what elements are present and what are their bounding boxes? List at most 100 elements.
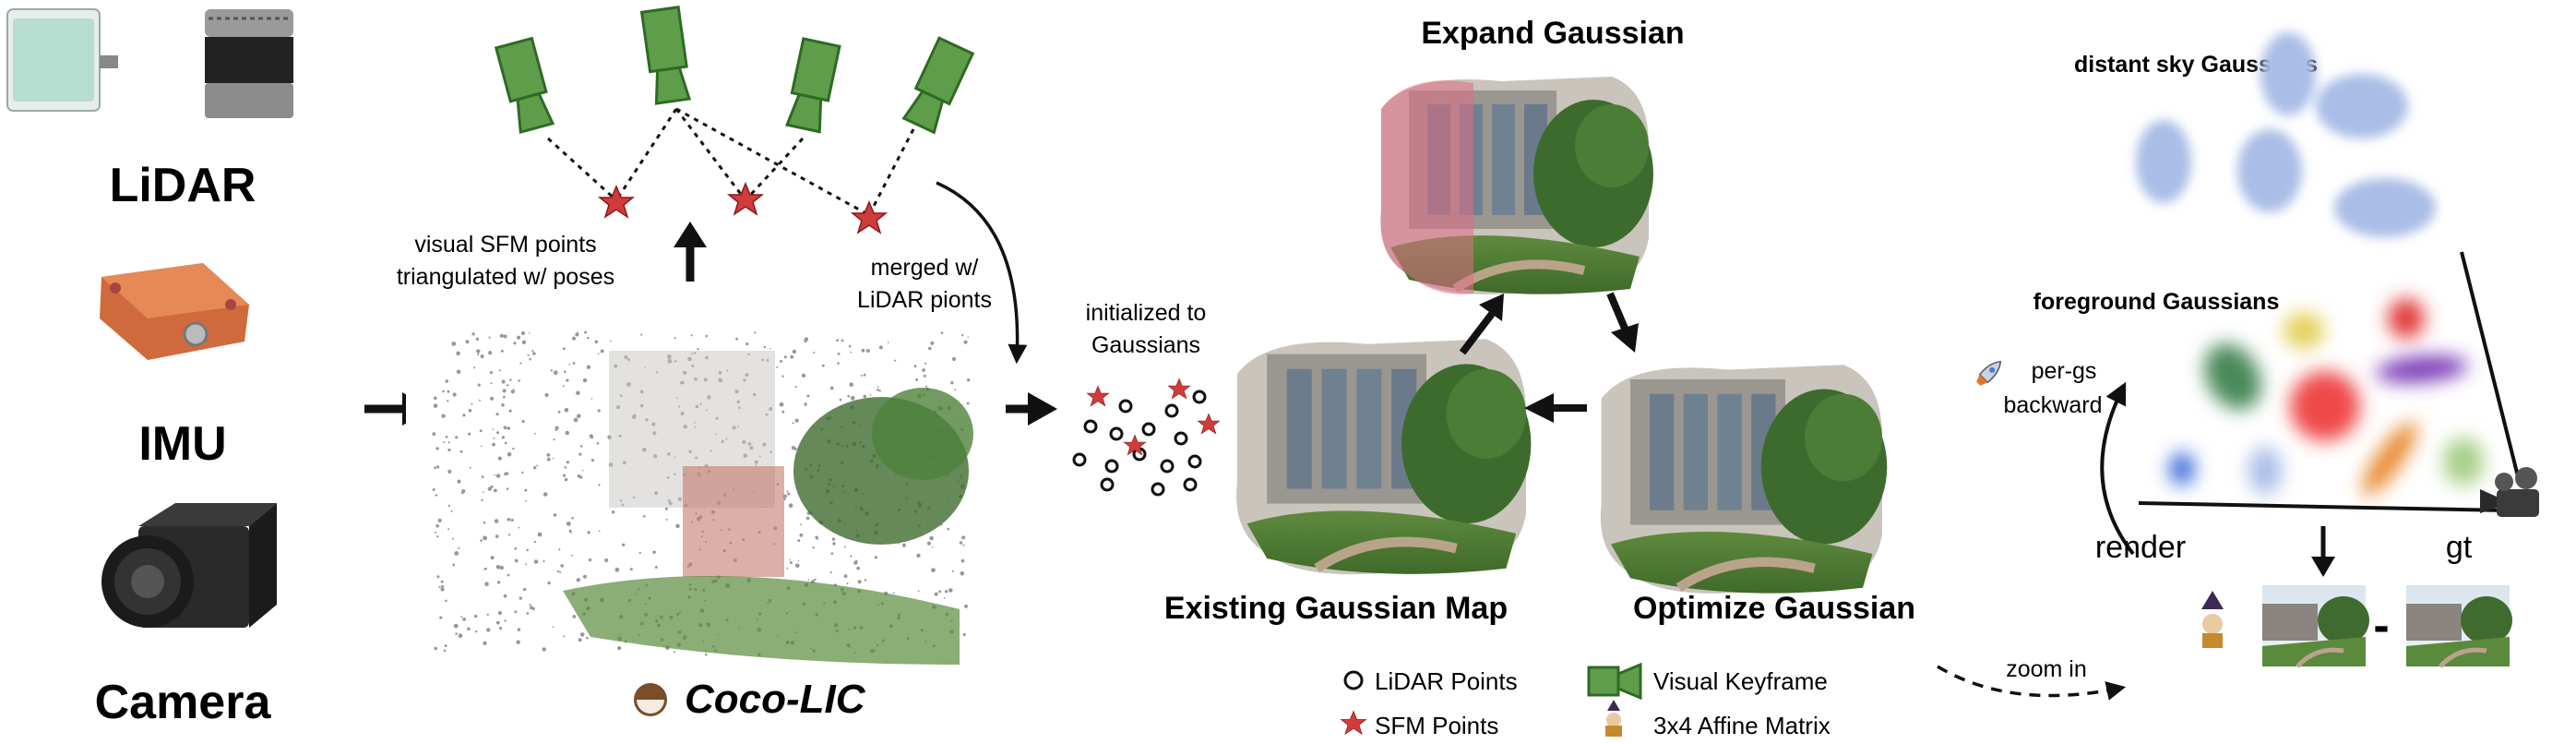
- point-cloud-dot: [543, 492, 548, 497]
- point-cloud-dot: [512, 447, 515, 450]
- point-cloud-dot: [433, 403, 438, 408]
- point-cloud-dot: [675, 523, 680, 529]
- point-cloud-dot: [518, 379, 520, 382]
- point-cloud-dot: [517, 335, 521, 340]
- per-gs-label: per-gs: [2032, 358, 2097, 384]
- point-cloud-dot: [565, 430, 570, 436]
- point-cloud-dot: [506, 384, 508, 387]
- point-cloud-dot: [526, 612, 530, 615]
- point-cloud-dot: [527, 354, 530, 356]
- point-cloud-dot: [849, 382, 853, 387]
- point-cloud-dot: [435, 494, 438, 497]
- point-cloud-dot: [837, 352, 841, 355]
- legend-visual-keyframe: Visual Keyframe: [1653, 667, 1828, 695]
- point-cloud-dot: [769, 347, 771, 350]
- legend: LiDAR Points SFM Points Visual Keyframe …: [1341, 662, 1831, 739]
- point-cloud-dot: [457, 479, 461, 484]
- point-cloud-dot: [468, 432, 471, 436]
- rocket-icon: [1976, 360, 2002, 386]
- point-cloud-dot: [837, 362, 840, 365]
- point-cloud-dot: [522, 587, 527, 592]
- coco-lic-label: Coco-LIC: [685, 677, 866, 722]
- point-cloud-dot: [489, 371, 494, 375]
- point-cloud-dot: [705, 334, 709, 338]
- point-cloud-dot: [510, 390, 515, 394]
- point-cloud-dot: [436, 535, 439, 538]
- point-cloud-dot: [563, 635, 566, 638]
- point-cloud-dot: [781, 410, 785, 414]
- camera-sensor-image: [101, 503, 277, 628]
- point-cloud-dot: [481, 498, 483, 502]
- point-cloud-dot: [586, 636, 589, 640]
- lidar-sensor-image: [6, 8, 293, 118]
- point-cloud-dot: [558, 548, 561, 551]
- point-cloud-dot: [452, 392, 457, 397]
- visual-keyframe-3: [784, 37, 841, 134]
- point-cloud-dot: [783, 355, 787, 359]
- point-cloud-dot: [445, 599, 447, 603]
- point-cloud-dot: [597, 409, 601, 413]
- point-cloud-dot: [490, 396, 495, 401]
- point-cloud-dot: [458, 633, 463, 639]
- point-cloud-dot: [462, 414, 466, 417]
- point-cloud-dot: [598, 484, 601, 486]
- foreground-gaussians-label: foreground Gaussians: [2033, 289, 2280, 315]
- point-cloud-dot: [526, 548, 529, 552]
- point-cloud-dot: [562, 385, 565, 388]
- legend-keyframe-icon: [1587, 662, 1642, 701]
- point-cloud-dot: [497, 610, 503, 616]
- point-cloud-dot: [898, 543, 900, 545]
- point-cloud-dot: [579, 445, 583, 448]
- point-cloud-dot: [513, 342, 517, 345]
- sky-gaussians: [2136, 32, 2436, 237]
- point-cloud-dot: [794, 418, 799, 423]
- point-cloud-dot: [442, 390, 445, 393]
- point-cloud-dot: [447, 400, 449, 402]
- point-cloud-dot: [841, 339, 844, 342]
- point-cloud-dot: [950, 381, 954, 385]
- point-cloud-dot: [588, 558, 592, 562]
- point-cloud-dot: [516, 640, 520, 644]
- point-cloud-dot: [892, 592, 895, 594]
- point-cloud-dot: [562, 474, 566, 477]
- point-cloud-dot: [447, 441, 450, 444]
- point-cloud-dot: [483, 641, 487, 645]
- point-cloud-dot: [654, 566, 658, 569]
- point-cloud-dot: [529, 332, 531, 334]
- point-cloud-dot: [546, 457, 551, 462]
- point-cloud-dot: [934, 592, 938, 596]
- point-cloud-dot: [555, 428, 558, 431]
- point-cloud-dot: [931, 546, 934, 548]
- point-cloud-dot: [445, 379, 449, 383]
- point-cloud-dot: [504, 441, 507, 445]
- point-cloud-dot: [434, 646, 438, 651]
- point-cloud-dot: [503, 334, 507, 339]
- point-cloud-dot: [664, 507, 668, 510]
- render-down-arrow: [2311, 526, 2335, 577]
- point-cloud-dot: [578, 638, 582, 642]
- point-cloud-dot: [483, 522, 486, 524]
- rendered-image-thumbnail: [2262, 585, 2369, 668]
- imu-label: IMU: [138, 417, 226, 471]
- point-cloud-dot: [587, 531, 590, 534]
- point-cloud-dot: [533, 466, 537, 470]
- point-cloud-dot: [432, 488, 435, 491]
- point-cloud-dot: [792, 422, 794, 425]
- point-cloud-dot: [490, 485, 494, 488]
- point-cloud-dot: [806, 394, 810, 398]
- point-cloud-dot: [590, 398, 593, 400]
- point-cloud-dot: [492, 442, 495, 447]
- point-cloud-dot: [856, 566, 861, 570]
- point-cloud-dot: [459, 450, 463, 453]
- point-cloud-dot: [507, 451, 512, 457]
- point-cloud-dot: [506, 487, 509, 490]
- point-cloud-dot: [735, 337, 738, 341]
- point-cloud-dot: [524, 488, 528, 492]
- point-cloud-dot: [501, 379, 506, 384]
- point-cloud-dot: [829, 570, 832, 574]
- point-cloud-dot: [594, 340, 599, 344]
- point-cloud-dot: [521, 471, 524, 474]
- point-cloud-dot: [966, 402, 970, 405]
- point-cloud-dot: [795, 563, 800, 569]
- backward-curve-arrow: [2100, 381, 2135, 556]
